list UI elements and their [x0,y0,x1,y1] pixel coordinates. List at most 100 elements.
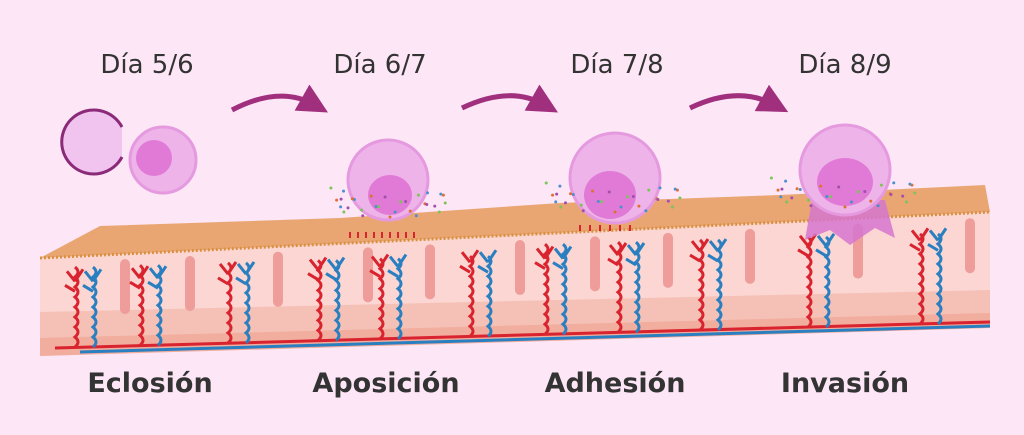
signal-dot [559,205,563,209]
day-label: Día 5/6 [100,50,194,80]
signal-dot [558,184,562,188]
signal-dot [670,205,674,209]
vein [927,227,948,326]
vein [82,265,103,349]
signal-dot [388,215,392,219]
signal-dot [666,199,670,203]
signal-dot [555,192,559,196]
signal-dot [869,199,873,203]
signal-dot [678,196,682,200]
signal-dot [329,186,333,190]
signal-dot [892,181,896,185]
hatching-zona [60,108,124,176]
signal-dot [408,209,412,213]
signal-dot [776,188,780,192]
day-label: Día 7/8 [570,50,664,80]
signal-dot [889,192,893,196]
signal-dot [346,206,350,210]
vein [325,256,346,342]
artery [607,241,628,334]
gland [363,247,373,303]
signal-dot [631,195,635,199]
signal-dot [913,191,917,195]
signal-dot [377,205,381,209]
arrow-icon [460,84,559,113]
vein [552,243,573,336]
artery [534,243,555,336]
signal-dot [369,194,373,198]
signal-dot [658,186,662,190]
signal-dot [647,188,651,192]
gland [663,232,673,288]
signal-dot [335,198,339,202]
signal-dot [825,195,829,199]
signal-dot [551,193,555,197]
stage-name: Eclosión [87,368,213,399]
signal-dot [644,209,648,213]
stage-name: Aposición [312,368,460,399]
blastocyst-eclosion [128,125,198,195]
signal-dot [393,210,397,214]
signal-dot [807,198,811,202]
signal-dot [798,187,802,191]
signal-dot [879,183,883,187]
stage-name: Invasión [780,368,910,399]
signal-dot [613,210,617,214]
artery [909,227,930,326]
arrow-icon [230,84,329,113]
signal-dot [554,200,558,204]
signal-dot [795,187,799,191]
artery [689,238,710,332]
signal-dot [443,201,447,205]
gland [273,251,283,307]
signal-dot [784,179,788,183]
vein [235,261,256,345]
signal-dot [843,205,847,209]
gland [185,255,195,311]
signal-dot [829,195,833,199]
endometrium-tissue [39,185,991,356]
artery [797,232,818,329]
vein [815,232,836,329]
signal-dot [596,200,600,204]
signal-dot [780,187,784,191]
signal-dot [433,204,437,208]
artery [129,264,150,347]
signal-dot [399,200,403,204]
signal-dot [809,204,813,208]
signal-dot [425,202,429,206]
blastocyst-invasion [798,123,895,245]
vein [477,249,498,338]
signal-dot [901,194,905,198]
vein [707,238,728,332]
signal-dot [563,201,567,205]
signal-dot [569,192,573,196]
signal-dot [361,214,365,218]
signal-dot [904,200,908,204]
signal-dot [342,210,346,214]
signal-dot [656,197,660,201]
artery [459,249,480,338]
signal-dot [350,197,354,201]
signal-dot [785,200,789,204]
artery [369,253,390,340]
signal-dot [342,189,346,193]
signal-dot [607,190,611,194]
gland [745,228,755,284]
signal-dot [908,182,912,186]
signal-dot [383,195,387,199]
signal-dot [790,196,794,200]
signal-dot [374,205,378,209]
signal-dot [769,176,773,180]
blastocyst-adhesion [568,131,662,231]
signal-dot [673,187,677,191]
signal-dot [579,203,583,207]
signal-dot [437,210,441,214]
signal-dot [837,185,841,189]
signal-dot [439,192,443,196]
signal-dot [416,193,420,197]
vein [387,253,408,340]
signal-dot [581,209,585,213]
artery [307,256,328,342]
